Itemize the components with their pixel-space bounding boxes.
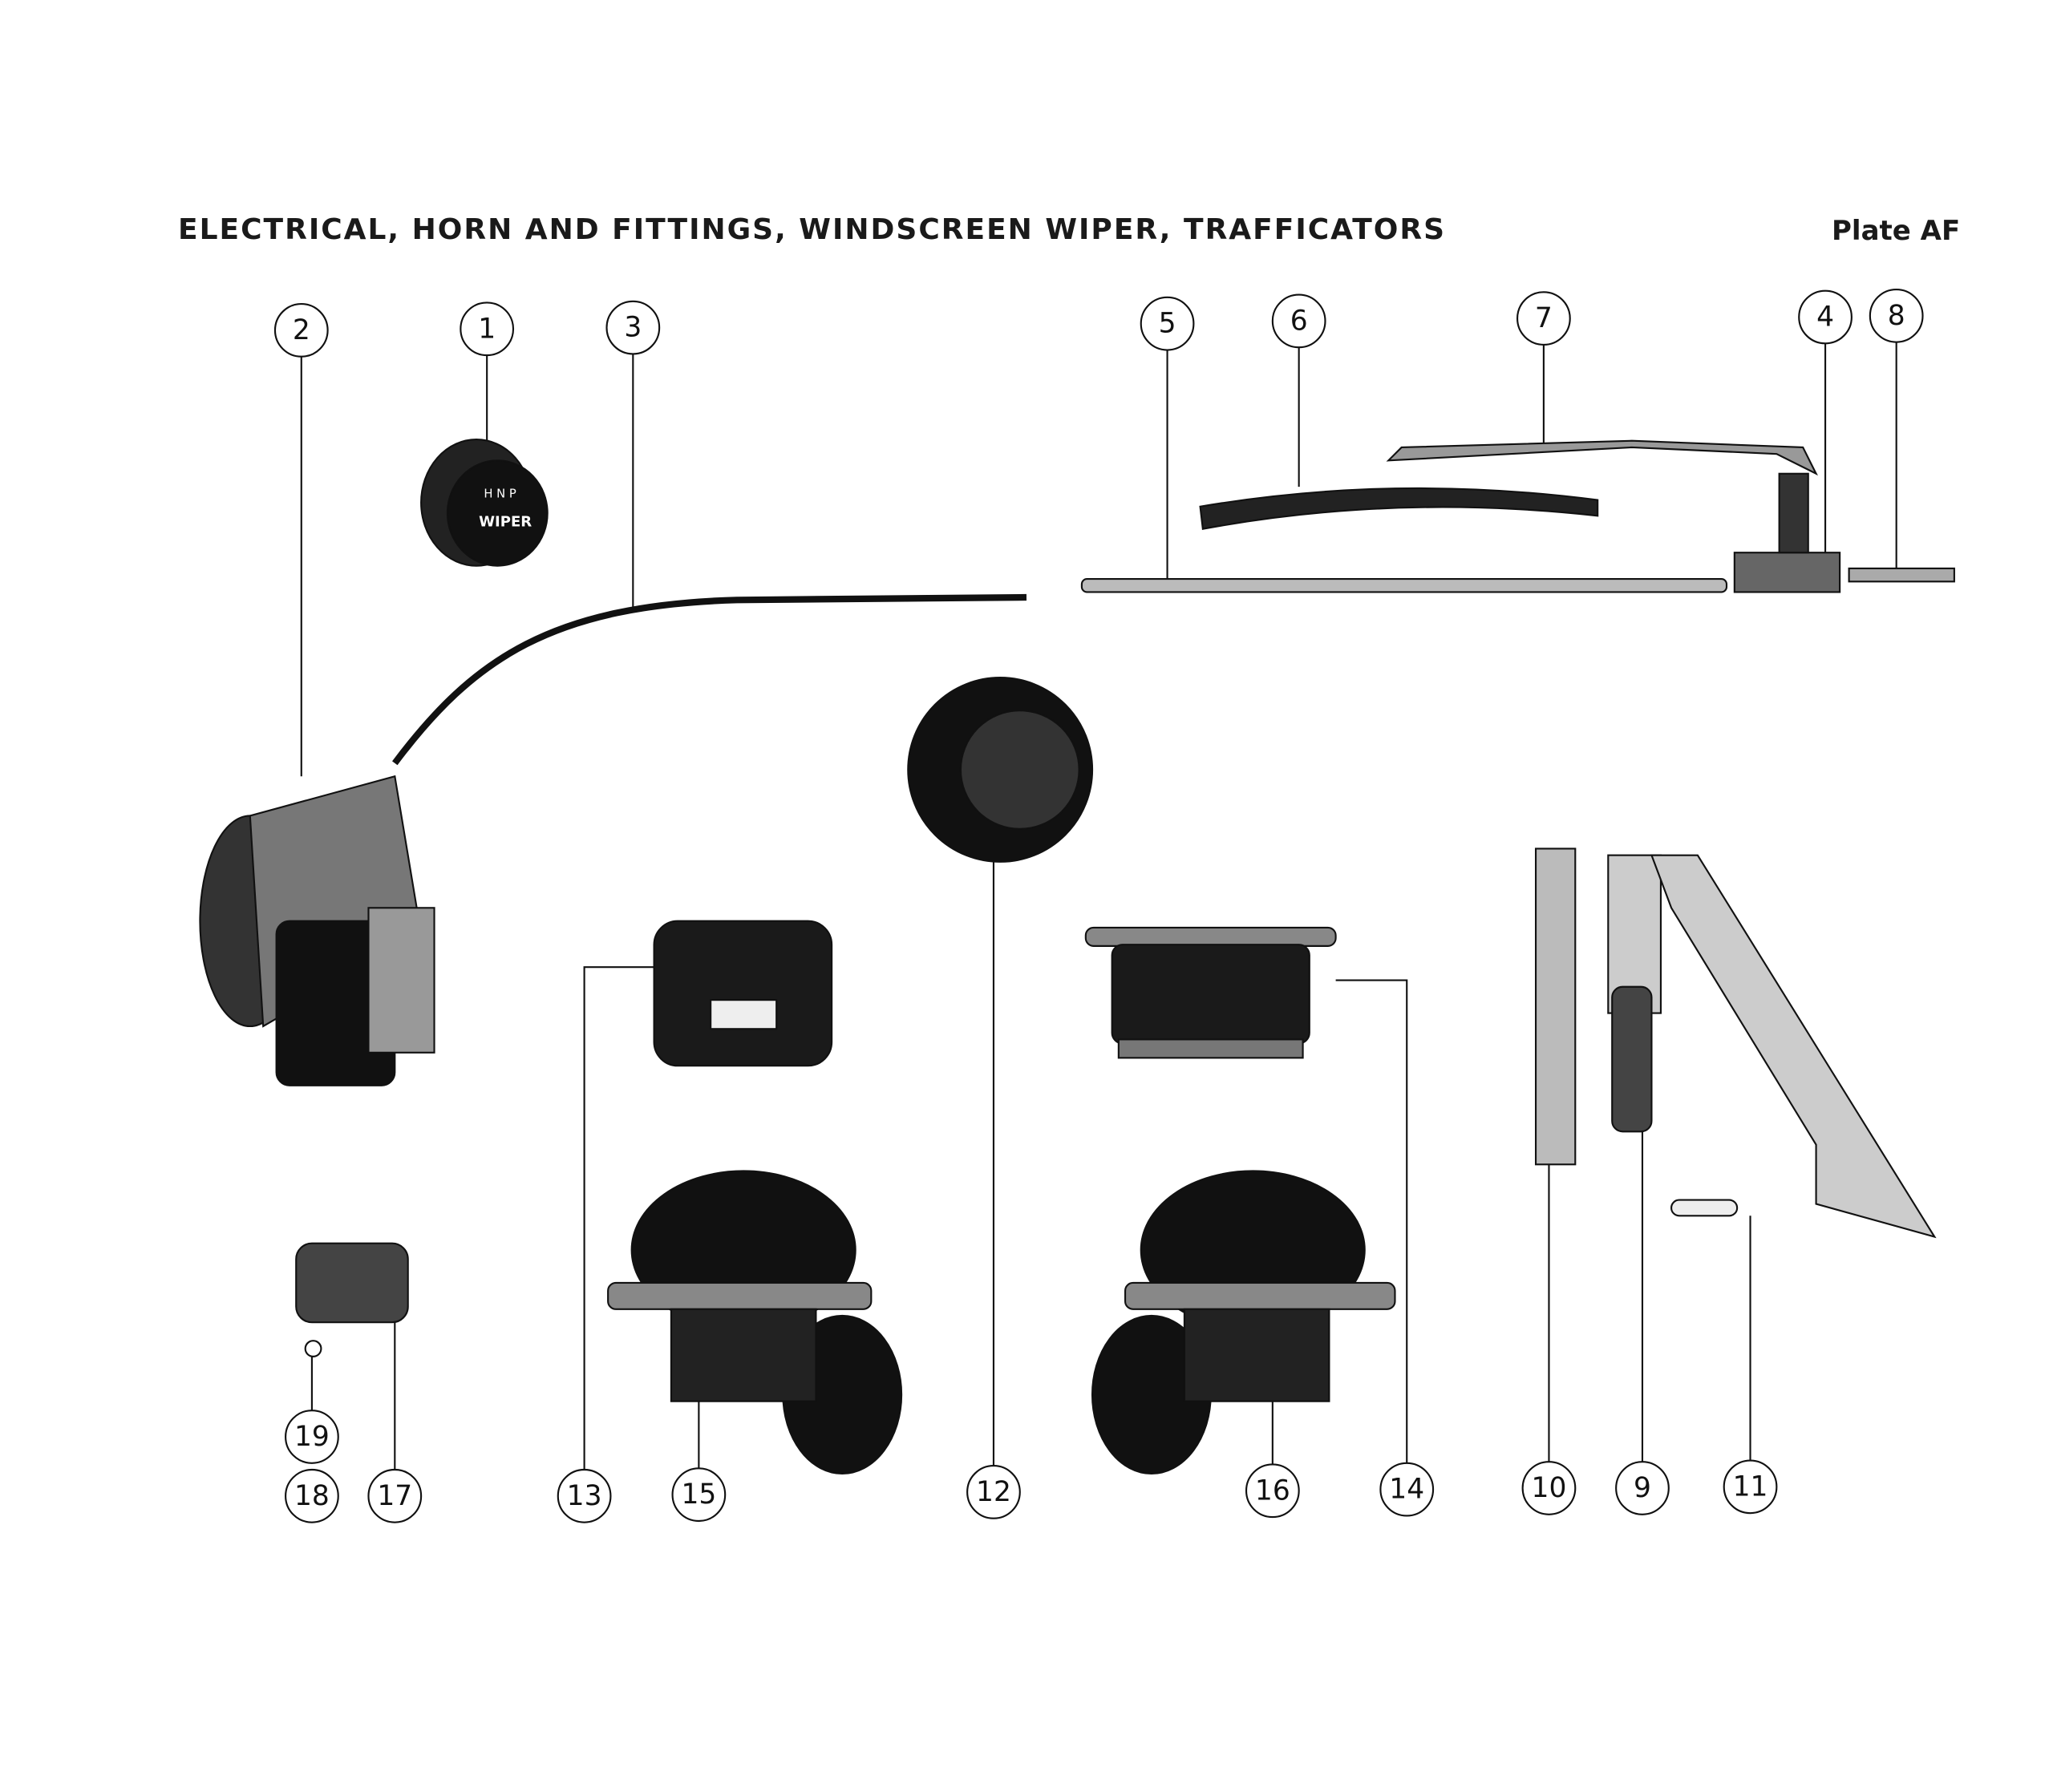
leader-line — [583, 966, 654, 1470]
callout-number: 15 — [681, 1479, 716, 1511]
callout-circle — [671, 1467, 727, 1523]
callout-14: 14 — [1379, 1462, 1435, 1517]
plate-number: Plate AF — [1832, 215, 1961, 247]
callout-number: 16 — [1255, 1474, 1290, 1507]
callout-number: 5 — [1159, 308, 1176, 340]
callout-number: 6 — [1290, 305, 1308, 337]
svg-text:WIPER: WIPER — [479, 513, 532, 530]
callout-number: 11 — [1733, 1470, 1768, 1503]
callout-circle — [605, 300, 661, 355]
callout-5: 5 — [1140, 296, 1195, 351]
callout-17: 17 — [367, 1468, 423, 1523]
control-box — [653, 920, 833, 1067]
callout-circle — [367, 1468, 423, 1523]
callout-number: 8 — [1888, 300, 1905, 332]
callout-number: 2 — [293, 314, 310, 346]
callout-4: 4 — [1798, 289, 1853, 345]
callout-6: 6 — [1271, 293, 1326, 349]
plate-title: ELECTRICAL, HORN AND FITTINGS, WINDSCREE… — [178, 213, 1447, 246]
callout-number: 4 — [1816, 301, 1834, 333]
callout-circle — [1521, 1461, 1577, 1515]
horn-left — [607, 1170, 903, 1474]
callout-circle — [966, 1465, 1021, 1519]
callout-number: 1 — [478, 313, 496, 345]
wheelbox — [1733, 472, 1841, 593]
callout-9: 9 — [1615, 1461, 1670, 1515]
callout-number: 18 — [294, 1480, 330, 1512]
trafficator-arm — [1650, 854, 1937, 1239]
rack-end — [1848, 567, 1955, 583]
callout-circle — [273, 303, 329, 358]
svg-text:H N P: H N P — [484, 487, 516, 500]
callout-number: 10 — [1532, 1472, 1567, 1504]
wiper-switch-knob: WIPER H N P — [420, 439, 549, 567]
callout-number: 14 — [1389, 1474, 1424, 1506]
horn-right — [1091, 1170, 1396, 1474]
callout-circle — [1516, 291, 1571, 346]
callout-circle — [285, 1410, 339, 1464]
horn-push — [907, 677, 1094, 863]
callout-7: 7 — [1516, 291, 1571, 346]
callout-number: 12 — [976, 1476, 1011, 1508]
callout-8: 8 — [1869, 288, 1924, 343]
callout-circle — [285, 1468, 339, 1523]
rack-tube — [1080, 577, 1728, 593]
callout-number: 13 — [567, 1480, 602, 1512]
wiper-blade — [1199, 487, 1599, 530]
trafficator-coil — [1607, 854, 1662, 1133]
callout-number: 9 — [1634, 1472, 1651, 1504]
callout-10: 10 — [1521, 1461, 1577, 1515]
leader-line — [1335, 979, 1408, 1463]
callout-circle — [1723, 1459, 1778, 1515]
callout-15: 15 — [671, 1467, 727, 1523]
callout-circle — [1379, 1462, 1435, 1517]
trafficator-bulb — [1670, 1199, 1739, 1217]
trafficator-body — [1534, 847, 1577, 1166]
callout-16: 16 — [1245, 1463, 1300, 1519]
callout-13: 13 — [557, 1468, 612, 1523]
wiper-arm — [1386, 439, 1818, 476]
callout-11: 11 — [1723, 1459, 1778, 1515]
callout-2: 2 — [273, 303, 329, 358]
callout-1: 1 — [460, 301, 515, 357]
callout-circle — [557, 1468, 612, 1523]
callout-number: 17 — [377, 1480, 412, 1512]
wiper-motor — [199, 775, 435, 1086]
callout-12: 12 — [966, 1465, 1021, 1519]
callout-circle — [1869, 288, 1924, 343]
callout-circle — [1140, 296, 1195, 351]
callout-circle — [1271, 293, 1326, 349]
callout-number: 7 — [1535, 302, 1553, 334]
callout-circle — [1245, 1463, 1300, 1519]
drive-cable — [392, 593, 1027, 766]
starter-solenoid — [295, 1242, 409, 1357]
callout-18: 18 — [285, 1468, 339, 1523]
callout-circle — [1615, 1461, 1670, 1515]
callout-number: 19 — [294, 1421, 330, 1453]
horn-relay — [1084, 926, 1337, 1059]
callout-19: 19 — [285, 1410, 339, 1464]
callout-3: 3 — [605, 300, 661, 355]
callout-number: 3 — [624, 312, 642, 344]
callout-circle — [460, 301, 515, 357]
callout-circle — [1798, 289, 1853, 345]
